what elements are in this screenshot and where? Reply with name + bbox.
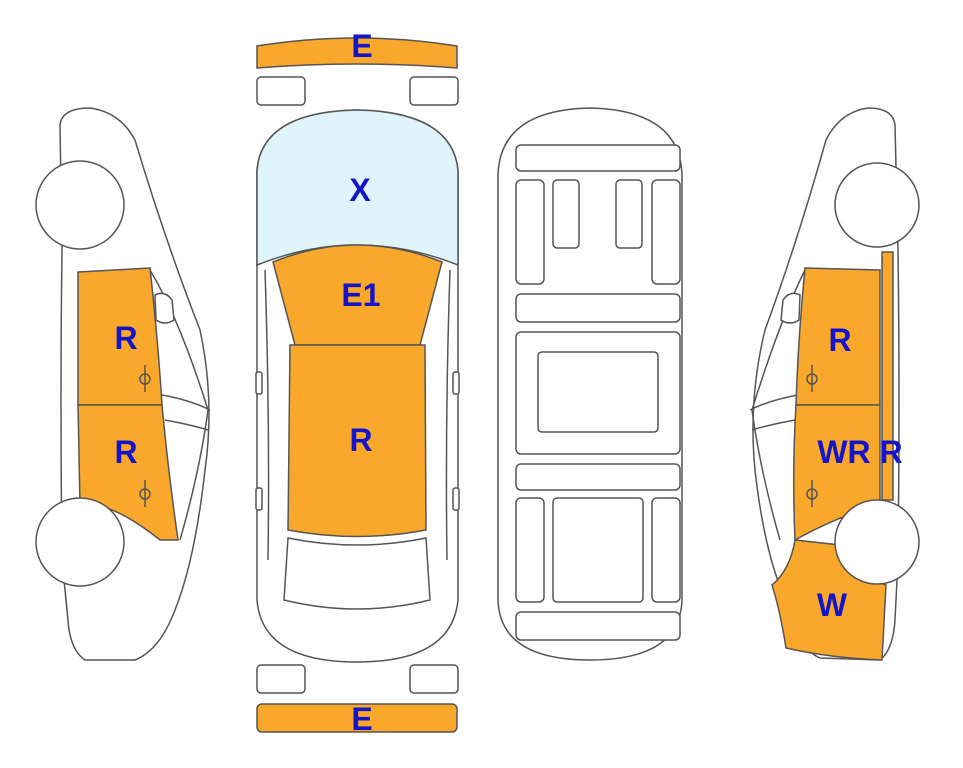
under-rear-center [552,497,644,603]
rear-bumper-label: E [351,701,372,737]
right-front-door-label: R [828,322,851,358]
front-bumper-panel [256,37,458,69]
under-front-left-slot [552,179,580,249]
under-center-panel [537,351,659,433]
roof-label: R [349,422,372,458]
left-rear-marker [255,487,263,511]
top-right-side-line [445,269,451,561]
right-body-line [749,394,799,411]
front-bumper-label: E [351,28,372,64]
right-rear-door-label: WR [817,434,870,470]
left-front-door-label: R [114,320,137,356]
right-rear-lock [806,488,818,500]
rear-left-light [256,664,306,694]
underside-view [497,107,683,661]
left-body-line-2 [164,419,209,431]
front-right-light [409,76,459,106]
right-pillar-panel [881,251,894,501]
right-body-line-2 [751,419,796,431]
under-tail-bar [515,611,681,641]
left-body-line [161,394,211,411]
rear-right-light [409,664,459,694]
left-side-view: R R [35,107,211,661]
rear-window [283,537,431,610]
hood-panel [272,244,443,346]
right-pillar-label: R [879,434,902,470]
under-front-right-rail [651,179,681,285]
left-mirror [255,371,263,395]
right-side-mirror [780,292,801,324]
left-rear-lock [139,488,151,500]
front-left-light [256,76,306,106]
rear-bumper-panel [256,703,458,733]
under-rear-bar [515,463,681,491]
right-side-view: R WR R W [749,107,920,661]
left-front-lock [139,373,151,385]
under-rear-left-rail [515,497,545,603]
right-rear-wheel [834,499,920,585]
right-quarter-panel-label: W [817,587,848,623]
right-front-lock [806,373,818,385]
right-front-wheel [834,162,920,248]
hood-label: E1 [341,277,380,313]
left-rear-door-label: R [114,434,137,470]
left-rear-wheel [35,497,125,587]
under-front-left-rail [515,179,545,285]
under-front-right-slot [615,179,643,249]
roof-panel [287,344,427,538]
windshield-label: X [349,172,371,208]
top-left-side-line [264,269,270,561]
under-rear-right-rail [651,497,681,603]
right-rear-marker [452,487,460,511]
under-mid-bar [515,293,681,323]
under-front-bar [515,144,681,172]
left-front-wheel [35,160,125,250]
top-view: E X E1 R E [255,28,460,737]
left-side-mirror [154,292,175,324]
right-mirror [452,371,460,395]
